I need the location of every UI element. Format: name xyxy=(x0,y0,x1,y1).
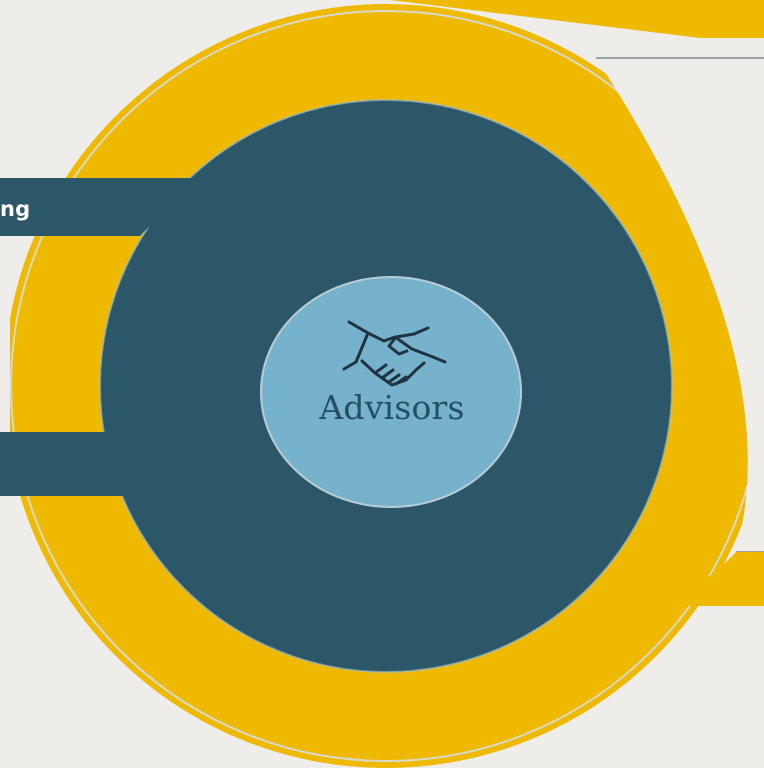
left-background-strip xyxy=(0,0,10,768)
left-bottom-navy-band xyxy=(0,432,145,496)
main-circle-edge xyxy=(99,99,673,673)
bottom-right-yellow-band xyxy=(644,552,764,606)
right-background-cutout xyxy=(596,58,764,552)
left-top-navy-band xyxy=(0,178,210,236)
left-top-partial-label: ng xyxy=(0,197,31,221)
center-ellipse-edge xyxy=(260,276,522,508)
top-right-yellow-band xyxy=(390,0,764,38)
center-light-blue-ellipse xyxy=(261,277,521,507)
handshake-icon-graphic xyxy=(342,320,447,387)
handshake-icon xyxy=(332,315,452,395)
center-title-advisors: Advisors xyxy=(319,388,465,427)
